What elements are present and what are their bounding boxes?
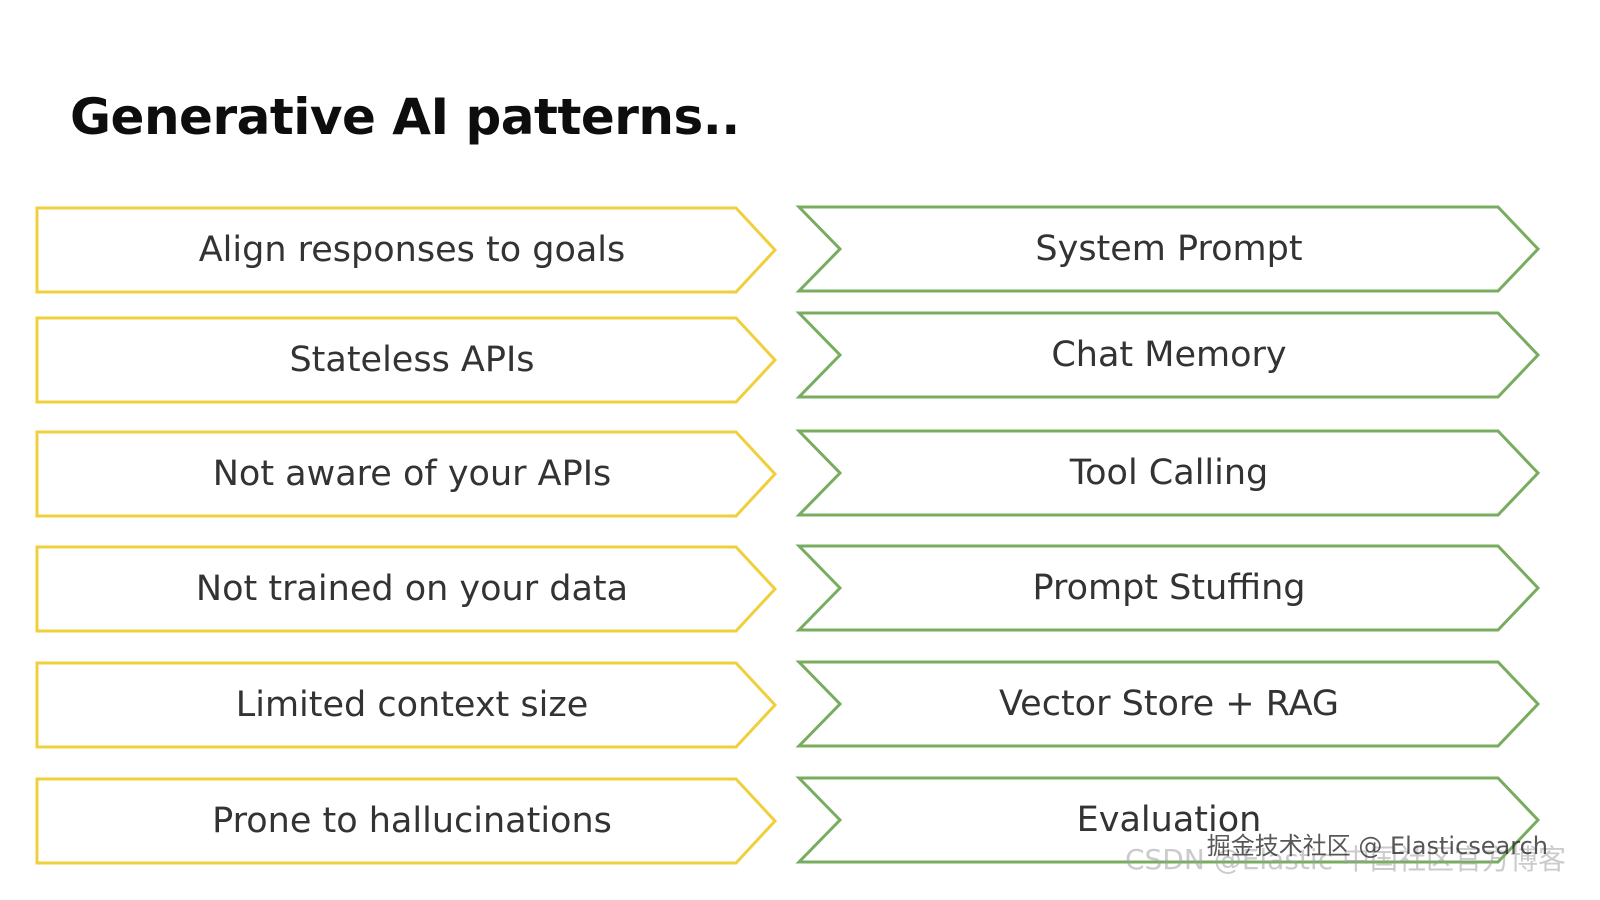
challenge-arrow-shape	[35, 545, 778, 633]
pattern-label: Prompt Stuffing	[1032, 568, 1305, 608]
pattern-label: Tool Calling	[1069, 453, 1269, 493]
challenge-label: Not aware of your APIs	[213, 454, 612, 494]
challenge-label: Limited context size	[236, 685, 589, 725]
challenge-arrow-shape	[35, 430, 778, 518]
pattern-arrow-shape	[795, 660, 1541, 748]
challenge-arrow-shape	[35, 661, 778, 749]
page-title: Generative AI patterns..	[70, 88, 740, 146]
challenge-label: Not trained on your data	[196, 569, 628, 609]
challenge-arrow: Prone to hallucinations	[35, 777, 778, 865]
challenge-arrow-shape	[35, 316, 778, 404]
pattern-label: Evaluation	[1077, 800, 1262, 840]
pattern-arrow: Prompt Stuffing	[795, 544, 1541, 632]
pattern-arrow: System Prompt	[795, 205, 1541, 293]
challenge-label: Align responses to goals	[199, 230, 626, 270]
pattern-arrow-shape	[795, 205, 1541, 293]
juejin-watermark: 掘金技术社区 @ Elasticsearch	[1206, 832, 1548, 860]
pattern-arrow-shape	[795, 544, 1541, 632]
pattern-arrow: Vector Store + RAG	[795, 660, 1541, 748]
pattern-arrow: Tool Calling	[795, 429, 1541, 517]
csdn-watermark: CSDN @Elastic 中国社区官方博客	[1124, 843, 1566, 876]
pattern-arrow: Evaluation	[795, 776, 1541, 864]
challenge-arrow: Not aware of your APIs	[35, 430, 778, 518]
pattern-label: Vector Store + RAG	[999, 684, 1339, 724]
challenge-arrow-shape	[35, 777, 778, 865]
challenge-arrow: Limited context size	[35, 661, 778, 749]
pattern-label: Chat Memory	[1051, 335, 1286, 375]
challenge-arrow-shape	[35, 206, 778, 294]
pattern-arrow-shape	[795, 429, 1541, 517]
challenge-arrow: Stateless APIs	[35, 316, 778, 404]
pattern-arrow-shape	[795, 311, 1541, 399]
pattern-label: System Prompt	[1035, 229, 1302, 269]
pattern-arrow-shape	[795, 776, 1541, 864]
challenge-label: Stateless APIs	[289, 340, 534, 380]
challenge-arrow: Align responses to goals	[35, 206, 778, 294]
challenge-label: Prone to hallucinations	[212, 801, 612, 841]
pattern-arrow: Chat Memory	[795, 311, 1541, 399]
challenge-arrow: Not trained on your data	[35, 545, 778, 633]
